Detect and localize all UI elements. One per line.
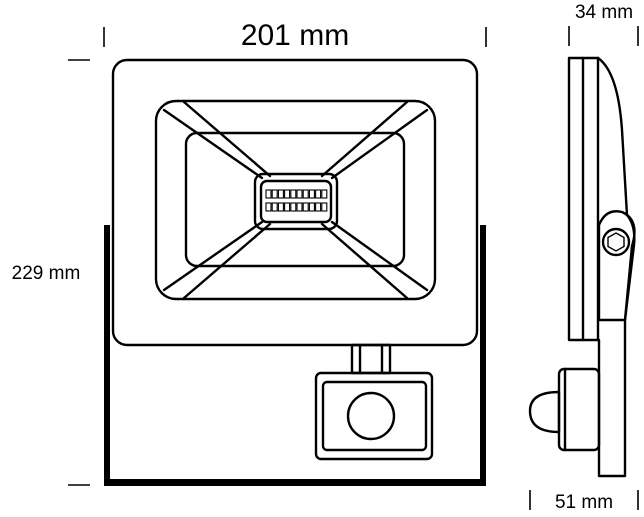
reflector-inner [184, 131, 406, 268]
side-sensor-lens [528, 390, 561, 434]
led-chip [302, 202, 309, 212]
motion-sensor-lens [346, 391, 396, 441]
led-module-inner [259, 179, 333, 224]
led-chip [290, 189, 297, 199]
led-chip [296, 202, 303, 212]
led-chip [265, 202, 272, 212]
led-chip [271, 189, 278, 199]
side-profile-body [567, 56, 636, 478]
led-chip [308, 189, 315, 199]
hex-nut-icon [601, 227, 631, 257]
led-chip [321, 202, 328, 212]
led-chip [277, 202, 284, 212]
depth-top-dimension-label: 34 mm [575, 2, 633, 23]
side-view [528, 56, 636, 478]
led-chip [321, 189, 328, 199]
sensor-stem [350, 343, 392, 375]
led-chip [271, 202, 278, 212]
mounting-bracket [104, 225, 486, 486]
led-chip [302, 189, 309, 199]
led-chip [265, 189, 272, 199]
front-view [104, 58, 486, 486]
led-chip [315, 202, 322, 212]
motion-sensor-face [321, 380, 428, 452]
reflector-ribs [162, 100, 429, 300]
height-dimension-label: 229 mm [12, 263, 81, 284]
led-chip [290, 202, 297, 212]
lamp-housing [111, 58, 479, 347]
led-chip [284, 202, 291, 212]
dimension-ticks [68, 26, 639, 510]
led-module-frame [253, 172, 339, 231]
motion-sensor-housing [314, 371, 434, 461]
depth-bottom-dimension-label: 51 mm [555, 492, 613, 513]
reflector-outer [154, 99, 437, 301]
led-chip [277, 189, 284, 199]
led-chip [296, 189, 303, 199]
led-chip [308, 202, 315, 212]
led-chip [284, 189, 291, 199]
led-chip-grid [265, 189, 328, 212]
width-dimension-label: 201 mm [241, 19, 349, 52]
led-chip [315, 189, 322, 199]
side-bracket-arm [597, 210, 636, 322]
